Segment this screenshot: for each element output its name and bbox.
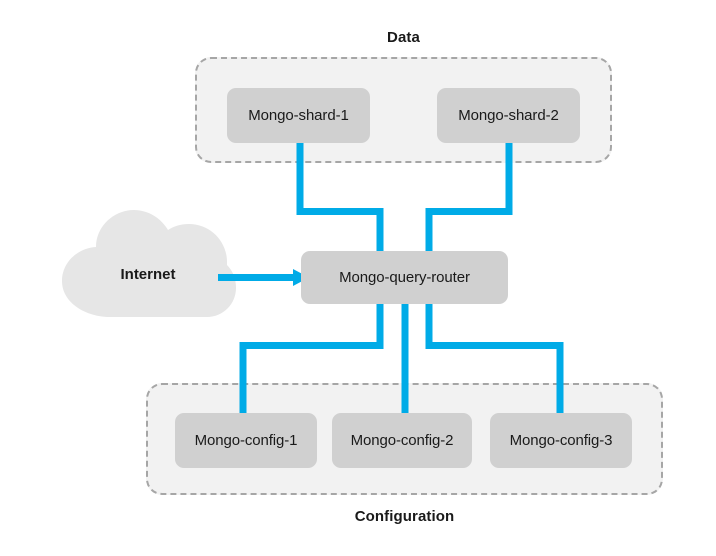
node-mongo-config-1[interactable]: Mongo-config-1	[175, 413, 317, 468]
internet-cloud-label: Internet	[120, 266, 176, 283]
node-mongo-shard-1[interactable]: Mongo-shard-1	[227, 88, 370, 143]
node-mongo-config-2[interactable]: Mongo-config-2	[332, 413, 472, 468]
connector-router-to-config1	[239, 303, 384, 415]
connector-router-to-config3	[425, 303, 564, 415]
group-caption-configuration: Configuration	[354, 508, 455, 525]
node-mongo-config-3[interactable]: Mongo-config-3	[490, 413, 632, 468]
node-mongo-shard-2[interactable]: Mongo-shard-2	[437, 88, 580, 143]
connector-shard2-to-router	[425, 141, 513, 252]
node-mongo-query-router[interactable]: Mongo-query-router	[301, 251, 508, 304]
connector-shard1-to-router	[296, 141, 384, 252]
internet-cloud-icon	[62, 210, 236, 317]
group-caption-data: Data	[387, 29, 420, 46]
